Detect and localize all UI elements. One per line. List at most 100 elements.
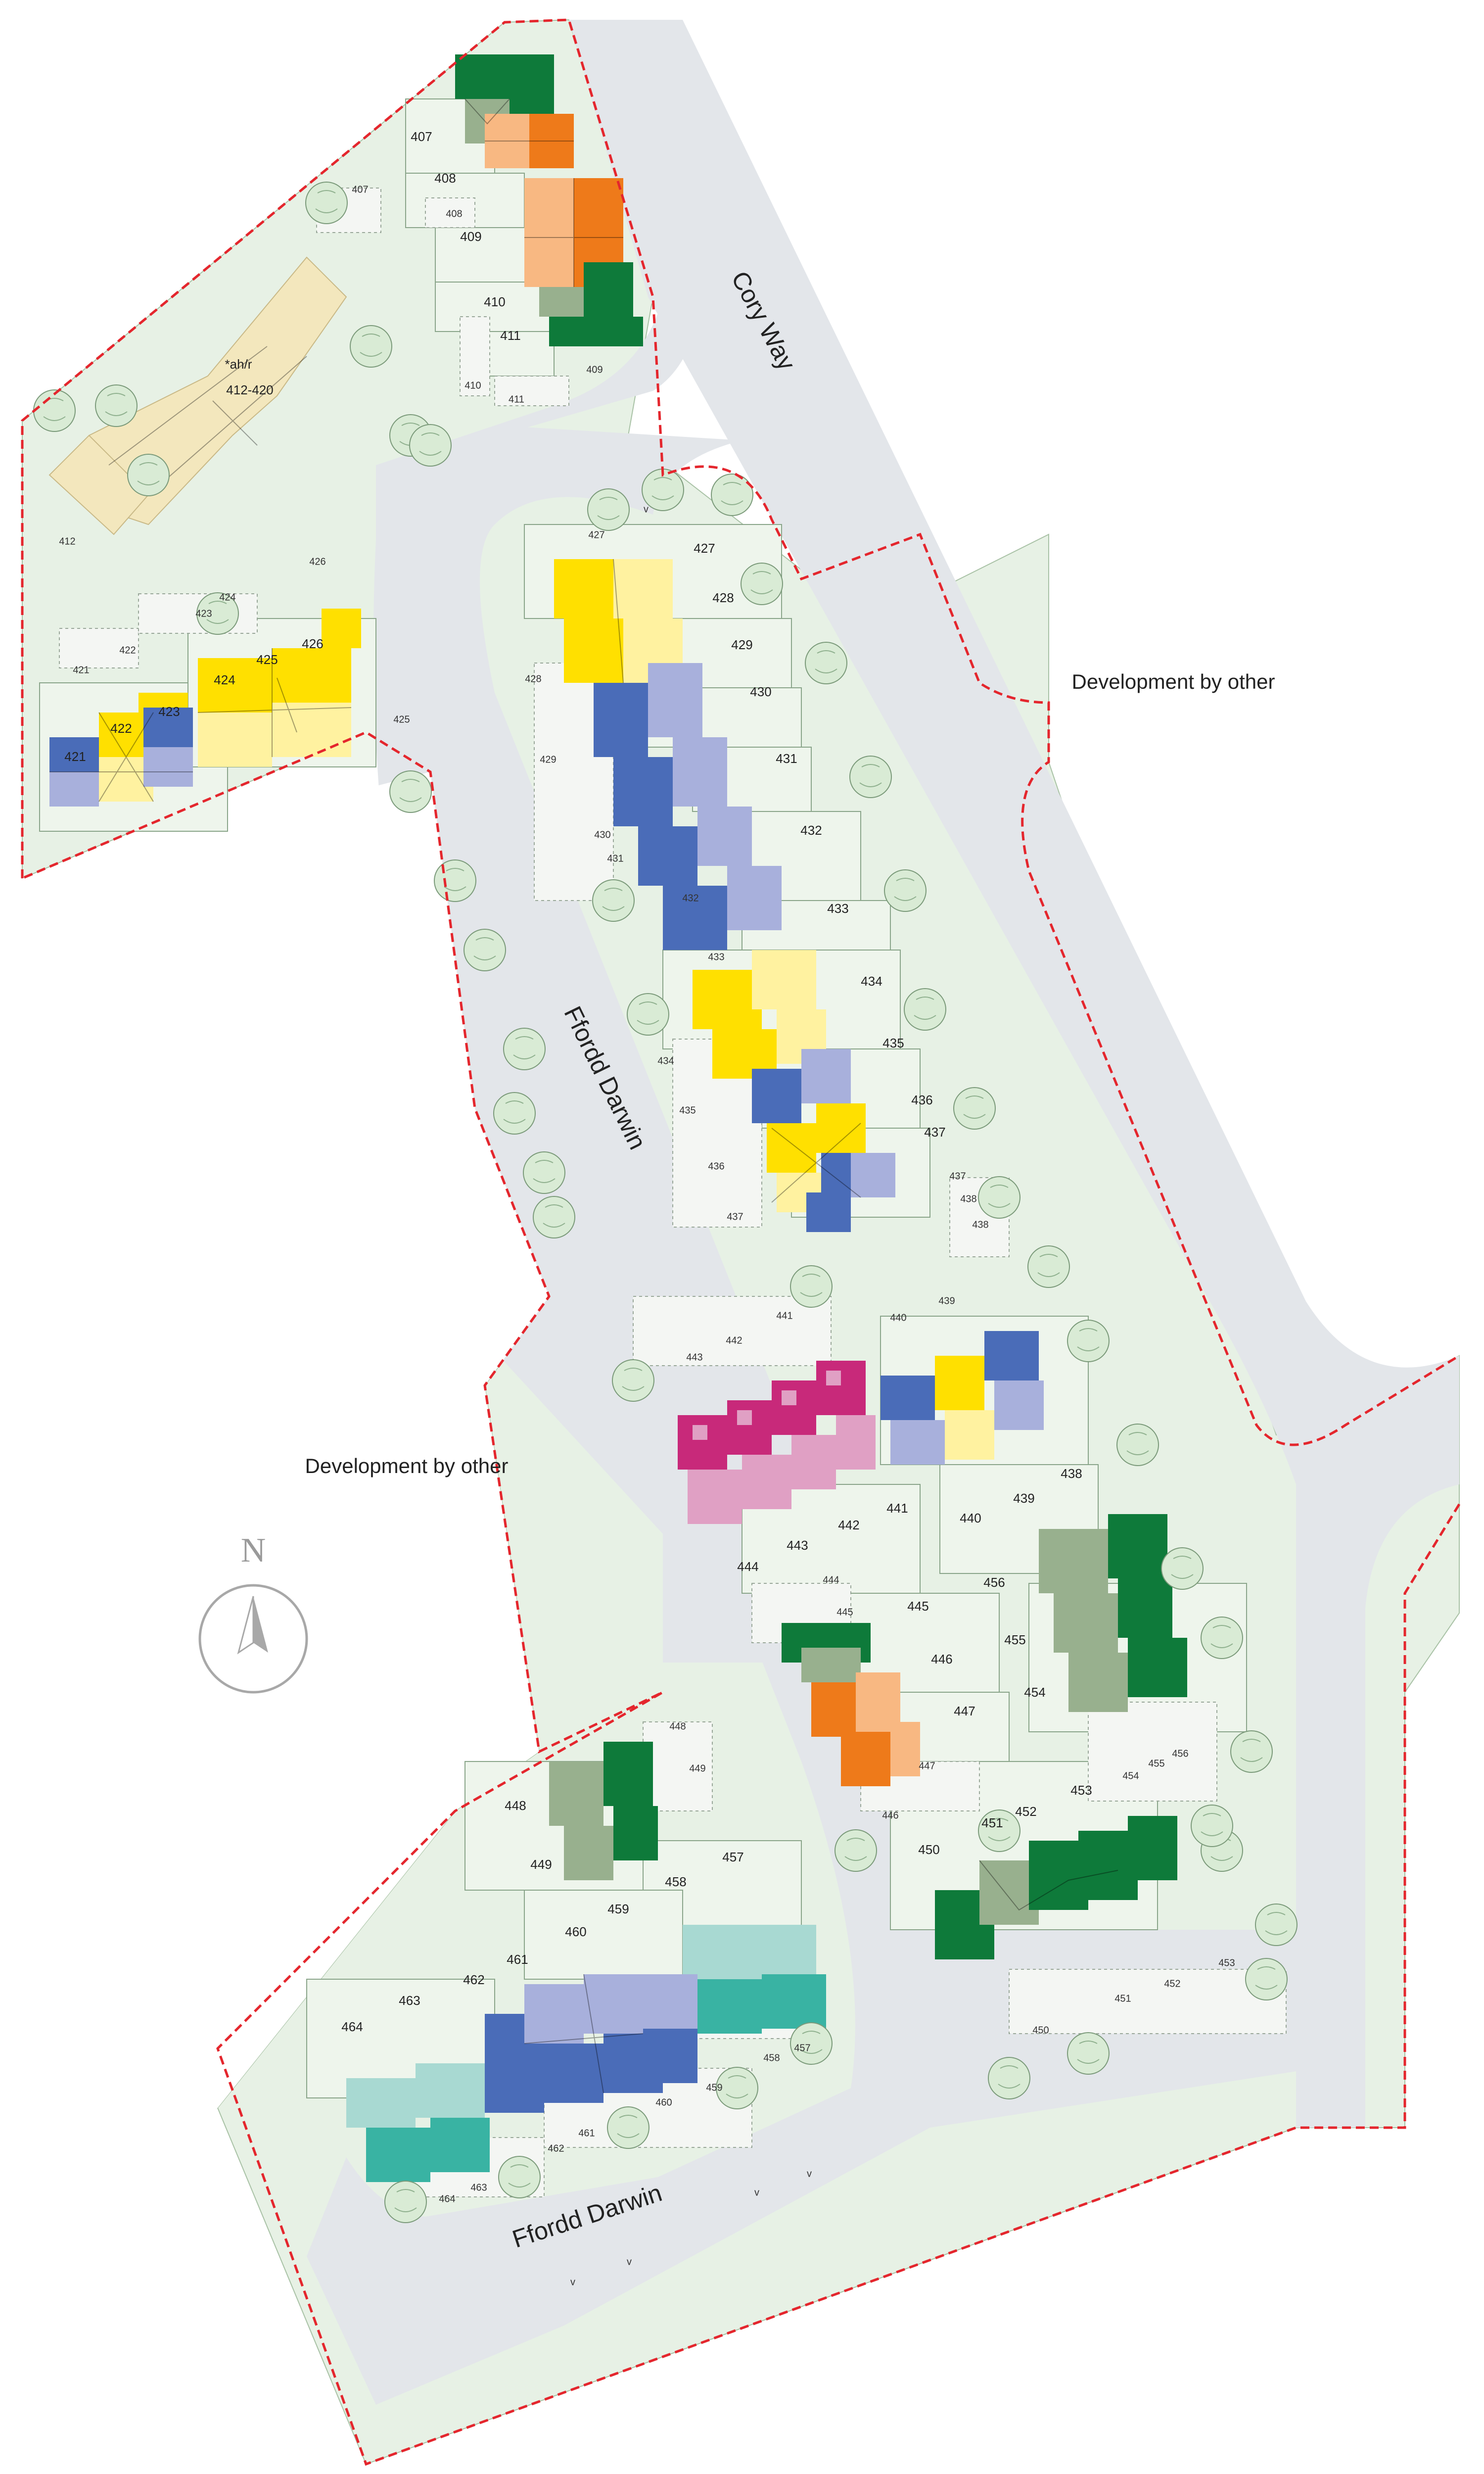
area-label-development-west: Development by other [305, 1454, 509, 1477]
plot-label: 408 [434, 171, 456, 186]
parking-label: 437 [949, 1171, 966, 1182]
plot-label: 456 [983, 1575, 1005, 1590]
building-463-464 [346, 2063, 490, 2182]
tree-icon [884, 869, 927, 912]
visitor-parking-label: v [644, 504, 649, 515]
parking-label: 459 [706, 2082, 722, 2093]
tree-icon [503, 1028, 546, 1070]
building-427-428 [554, 559, 683, 683]
plot-label: 426 [302, 636, 323, 651]
plot-label: 449 [530, 1857, 552, 1872]
parking-label: 432 [682, 893, 698, 904]
parking-label: 454 [1122, 1770, 1139, 1781]
tree-icon [127, 454, 170, 496]
block-label: 412-420 [226, 382, 273, 397]
parking-labels: 407 408 409 410 411 421 422 423 424 425 … [73, 184, 1235, 2287]
plot-label: 438 [1061, 1466, 1082, 1481]
building-435-437 [752, 1049, 895, 1232]
parking-label: 449 [689, 1763, 705, 1774]
parking-label: 457 [794, 2043, 810, 2053]
plot-label: 448 [505, 1798, 526, 1813]
tree-icon [305, 182, 348, 224]
tree-icon [95, 384, 138, 427]
tree-icon [978, 1176, 1020, 1219]
tree-icon [978, 1809, 1020, 1852]
building-441-444 [678, 1361, 876, 1524]
parking-label: 443 [686, 1352, 702, 1363]
parking-label: 431 [607, 853, 623, 864]
plot-label: 422 [110, 721, 132, 736]
parking-label: 463 [470, 2182, 487, 2193]
parking-label: 446 [882, 1810, 898, 1821]
tree-icon [988, 2057, 1030, 2099]
parking-label: 437 [727, 1211, 743, 1222]
tree-icon [434, 859, 476, 902]
parking-label: 448 [669, 1721, 686, 1732]
tree-icon [904, 988, 946, 1031]
building-457-458 [683, 1925, 826, 2034]
trees [33, 182, 1298, 2223]
parking-label: 434 [657, 1055, 674, 1066]
plot-label: 457 [722, 1850, 743, 1864]
parking-label: 436 [708, 1161, 724, 1172]
parking-label: 429 [540, 754, 556, 765]
tree-icon [196, 592, 239, 635]
parking-label: 426 [309, 556, 325, 567]
plot-label: 432 [800, 823, 822, 838]
tree-icon [1191, 1805, 1233, 1847]
parking-label: 464 [439, 2193, 455, 2204]
visitor-parking-label: v [807, 2168, 812, 2179]
parking-label: 460 [655, 2097, 672, 2108]
plot-label: 425 [256, 652, 278, 667]
tree-icon [1161, 1547, 1204, 1590]
tree-icon [1245, 1958, 1288, 2000]
parking-label: 408 [446, 208, 462, 219]
plot-label: 435 [882, 1036, 904, 1050]
plot-label: 433 [827, 901, 848, 916]
plot-label: 462 [463, 1972, 484, 1987]
parking-label: 438 [960, 1193, 976, 1204]
tree-icon [1067, 2032, 1110, 2075]
parking-label: 447 [919, 1760, 935, 1771]
building-438-440 [881, 1331, 1044, 1465]
compass-needle-icon [253, 1596, 268, 1653]
plot-label: 411 [500, 328, 520, 343]
tree-icon [1067, 1320, 1110, 1362]
plot-label: 455 [1004, 1632, 1025, 1647]
building-421-423 [49, 693, 193, 807]
tree-icon [592, 879, 635, 922]
plot-label: 451 [981, 1815, 1003, 1830]
parking-label: 458 [763, 2052, 780, 2063]
parking-label: 430 [594, 829, 610, 840]
parking-label: 411 [509, 394, 524, 405]
tree-icon [835, 1829, 877, 1872]
plot-label: 463 [399, 1993, 420, 2008]
parking-label: 444 [823, 1574, 839, 1585]
visitor-parking-label: v [754, 2187, 759, 2198]
plot-label: 464 [341, 2019, 363, 2034]
plot-label: 460 [565, 1924, 586, 1939]
parking-label: 407 [352, 184, 368, 195]
development-areas [22, 534, 1459, 2108]
compass-needle-outline-icon [237, 1596, 254, 1655]
building-448-449 [549, 1742, 658, 1880]
building-445-447 [782, 1623, 920, 1786]
parking-label: 452 [1164, 1978, 1180, 1989]
parking-label: 410 [464, 380, 481, 391]
tree-icon [498, 2156, 541, 2198]
plot-label: 409 [460, 229, 481, 244]
plot-label: 453 [1070, 1783, 1092, 1798]
plot-label: 443 [787, 1538, 808, 1553]
parking-label: 456 [1172, 1748, 1188, 1759]
parking-label: 422 [119, 645, 136, 656]
parking-label: 445 [836, 1607, 853, 1618]
parking-label: 461 [578, 2128, 595, 2139]
parking-label: 428 [525, 673, 541, 684]
parking-label: 440 [890, 1312, 906, 1323]
plot-label: 407 [411, 129, 432, 144]
parking-label: 438 [972, 1219, 988, 1230]
parking-label: 424 [219, 592, 235, 603]
plot-label: 445 [907, 1599, 928, 1614]
tree-icon [33, 389, 76, 432]
